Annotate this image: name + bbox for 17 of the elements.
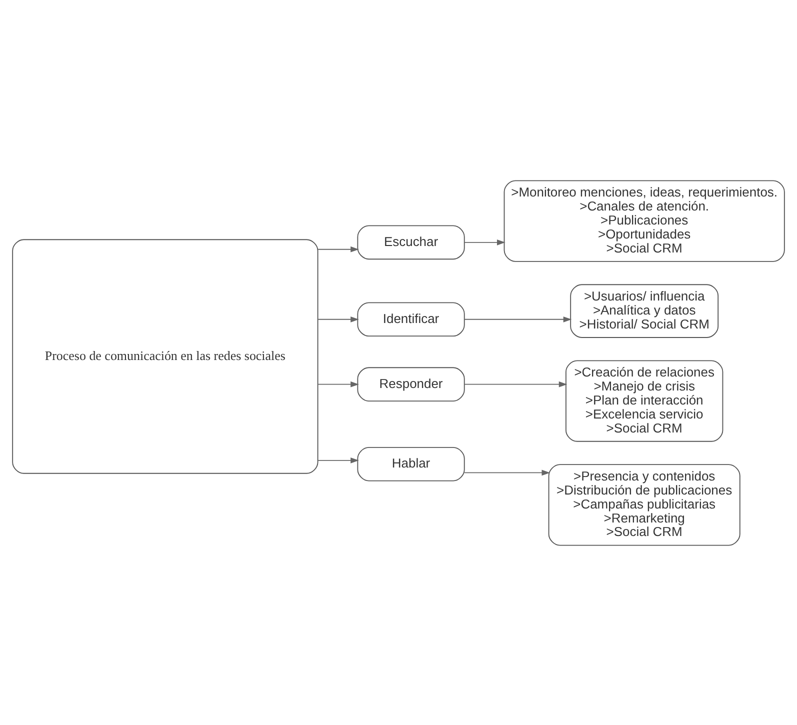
arrow — [464, 238, 506, 245]
arrow — [464, 380, 568, 387]
arrow — [318, 380, 359, 387]
node-box: Proceso de comunicación en las redes sociales — [12, 238, 318, 474]
arrow — [464, 469, 550, 476]
arrow — [318, 456, 359, 463]
node-box: >Creación de relaciones >Manejo de crisis >Plan de interacción >Excelencia servicio >Social CRM — [565, 360, 724, 442]
node-box: Escuchar — [357, 224, 465, 260]
node-box: >Presencia y contenidos >Distribución de publicaciones >Campañas publicitarias >Remarketing >Social CRM — [548, 464, 740, 546]
node-box: >Monitoreo menciones, ideas, requerimientos. >Canales de atención. >Publicaciones >Oportunidades >Social CRM — [504, 180, 785, 262]
arrow — [318, 316, 359, 322]
node-box: Hablar — [357, 446, 465, 481]
arrow — [464, 316, 572, 322]
node-box: >Usuarios/ influencia >Analítica y datos >Historial/ Social CRM — [570, 284, 719, 338]
node-box: Responder — [357, 366, 465, 401]
arrow — [318, 246, 359, 252]
node-box: Identificar — [357, 302, 465, 336]
